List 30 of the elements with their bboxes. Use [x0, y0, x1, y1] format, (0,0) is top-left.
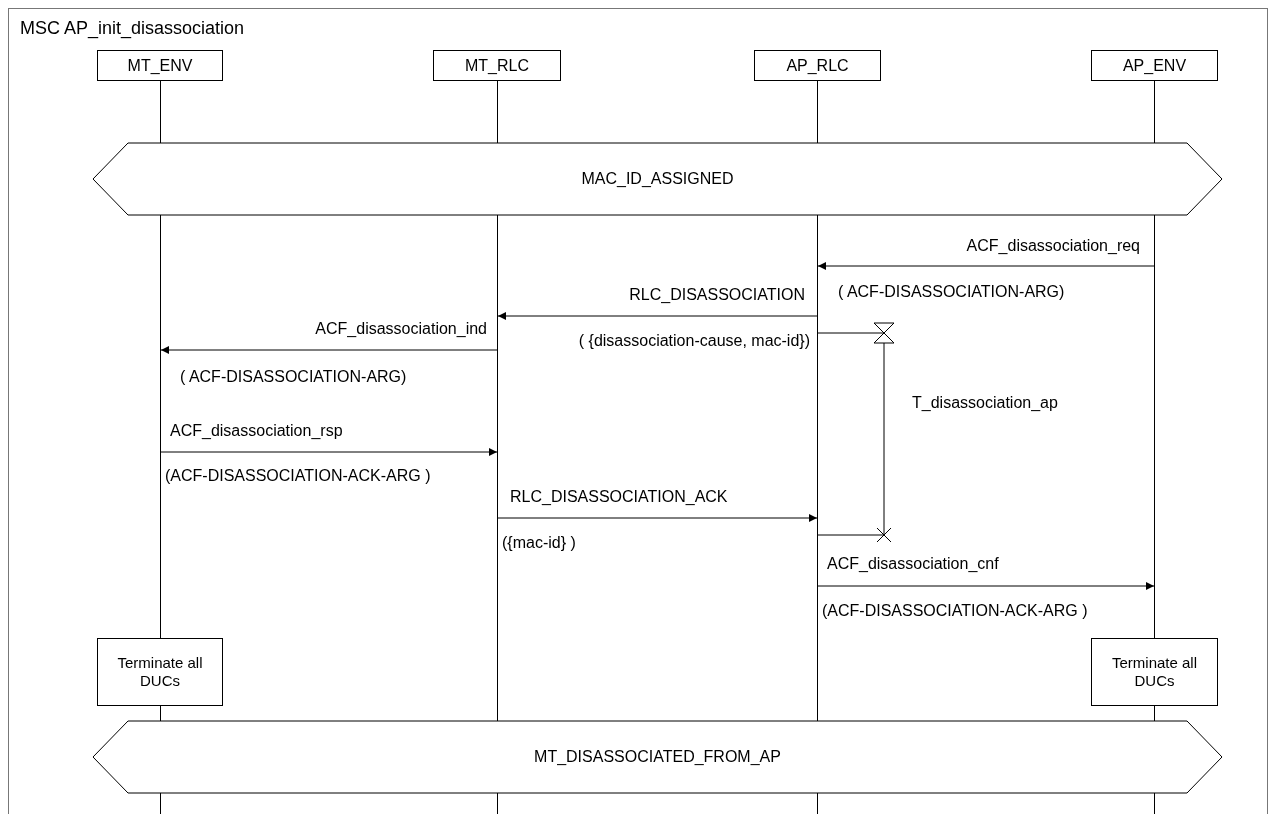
parameter-label: ( {disassociation-cause, mac-id})	[577, 331, 810, 351]
diagram-title: MSC AP_init_disassociation	[20, 17, 245, 39]
action-box: Terminate all DUCs	[1091, 638, 1218, 706]
parameter-label: (ACF-DISASSOCIATION-ACK-ARG )	[165, 466, 431, 485]
parameter-label: ({mac-id} )	[502, 533, 576, 552]
condition-label: MT_DISASSOCIATED_FROM_AP	[534, 748, 781, 766]
message-label: ACF_disassociation_rsp	[170, 421, 343, 440]
instance-box: MT_ENV	[97, 50, 223, 81]
message-label: ACF_disassociation_cnf	[827, 554, 999, 573]
instance-box: AP_ENV	[1091, 50, 1218, 81]
message-label: RLC_DISASSOCIATION	[629, 285, 805, 304]
parameter-label: ( ACF-DISASSOCIATION-ARG)	[838, 282, 1065, 301]
condition-label: MAC_ID_ASSIGNED	[581, 170, 734, 188]
message-arrow	[160, 448, 498, 456]
message-label: ACF_disassociation_req	[966, 236, 1140, 255]
condition-hexagon	[92, 142, 1223, 216]
condition-hexagon	[92, 720, 1223, 794]
timer-label: T_disassociation_ap	[912, 393, 1058, 412]
message-arrow	[497, 312, 818, 320]
message-label: ACF_disassociation_ind	[315, 319, 487, 338]
message-arrow	[817, 582, 1155, 590]
message-arrow	[817, 262, 1155, 270]
message-arrow	[160, 346, 498, 354]
instance-box: MT_RLC	[433, 50, 561, 81]
message-label: RLC_DISASSOCIATION_ACK	[510, 487, 728, 506]
action-box: Terminate all DUCs	[97, 638, 223, 706]
instance-box: AP_RLC	[754, 50, 881, 81]
message-arrow	[497, 514, 818, 522]
parameter-label: (ACF-DISASSOCIATION-ACK-ARG )	[822, 601, 1088, 620]
parameter-label: ( ACF-DISASSOCIATION-ARG)	[180, 367, 407, 386]
